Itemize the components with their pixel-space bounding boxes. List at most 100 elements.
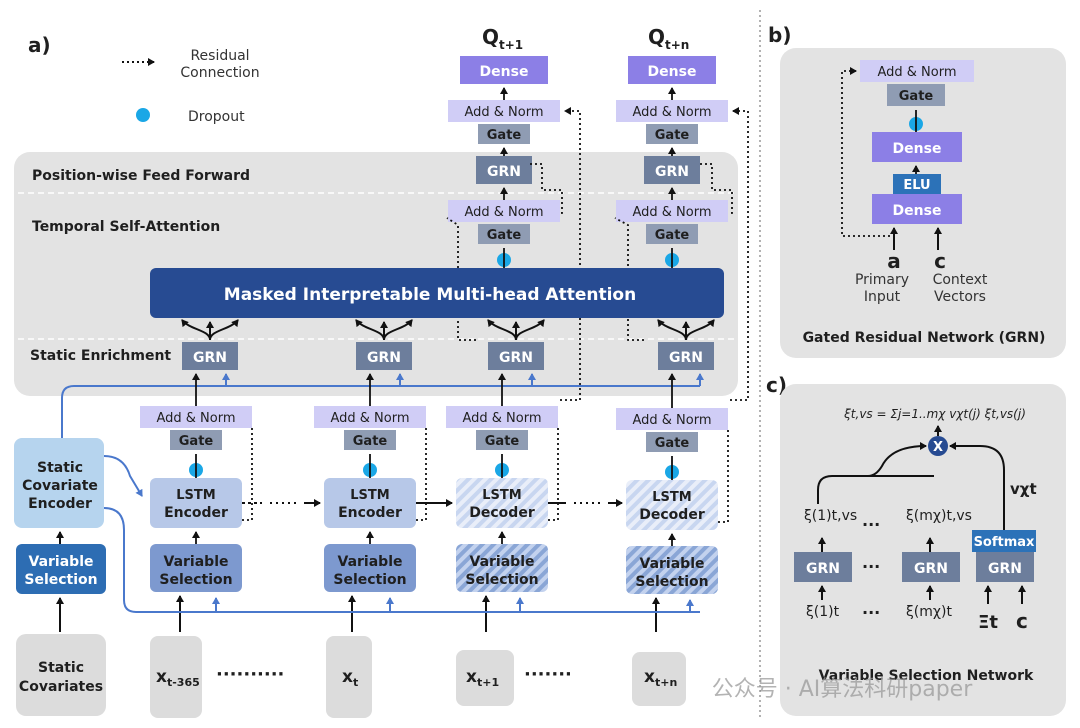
gate-mid-2	[646, 224, 698, 244]
dense-block-2	[628, 56, 716, 84]
grn-ff-label-2: GRN	[655, 164, 689, 180]
grn-enrich-1	[182, 342, 238, 370]
vsn-panel	[780, 384, 1066, 716]
input-x-t1-label: xt+1	[466, 667, 499, 689]
vsn-Xi: Ξt	[978, 612, 998, 633]
gate-top-2	[646, 124, 698, 144]
static-context-varsel-line	[103, 507, 700, 613]
dense-block-1	[460, 56, 548, 84]
add-norm-mid-label-2: Add & Norm	[632, 205, 711, 220]
dense-label-1: Dense	[480, 64, 529, 80]
varsel-label-2b: Selection	[333, 572, 406, 588]
static-context-lstm-line	[103, 455, 143, 497]
output-qn: Qt+n	[648, 25, 689, 52]
vsn-title: Variable Selection Network	[819, 668, 1034, 684]
grn-panel-dense-top-label: Dense	[893, 141, 942, 157]
lstm-enc-label-2b: Encoder	[338, 505, 402, 521]
input-dots-1: ··········	[216, 664, 284, 685]
vsn-grn-1	[794, 552, 852, 582]
grn-panel-context-1: Context	[933, 272, 988, 288]
lstm-dec-label-1b: Decoder	[469, 505, 535, 521]
grn-panel-dense-bottom	[872, 194, 962, 224]
sce-label-1: Static	[37, 460, 83, 476]
dense-label-2: Dense	[648, 64, 697, 80]
lstm-column-3	[446, 373, 559, 632]
grn-panel-title: Gated Residual Network (GRN)	[803, 330, 1046, 346]
layer-label-position-ff: Position-wise Feed Forward	[32, 168, 250, 184]
grn-enrich-4	[658, 342, 714, 370]
lstm-column-2	[314, 373, 427, 632]
vsn-xi-m: ξ(mχ)t	[906, 604, 952, 620]
grn-panel-context-2: Vectors	[934, 289, 986, 305]
varsel-label-4a: Variable	[640, 556, 705, 572]
attention-input-arrows	[181, 319, 715, 341]
grn-enrich-label-2: GRN	[367, 350, 401, 366]
vsn-formula: ξt,vs = Σj=1..mχ vχt(j) ξt,vs(j)	[843, 407, 1026, 421]
vsn-grn-m	[902, 552, 960, 582]
input-x-t	[326, 636, 372, 718]
vsn-ellipsis-top: ···	[862, 515, 880, 534]
static-covariate-encoder	[14, 438, 104, 528]
vsn-ellipsis-mid: ···	[862, 557, 880, 576]
vsn-xi-vs-1: ξ(1)t,vs	[804, 508, 857, 524]
add-norm-lstm-label-2: Add & Norm	[330, 411, 409, 426]
input-x-t-label: xt	[342, 667, 358, 689]
panel-label-b: b)	[768, 23, 791, 47]
lstm-enc-label-1a: LSTM	[176, 488, 215, 503]
sce-label-3: Encoder	[28, 496, 92, 512]
gate-mid-label-1: Gate	[487, 228, 522, 243]
add-norm-mid-1	[448, 200, 560, 222]
grn-enrich-3	[488, 342, 544, 370]
input-x-t-365	[150, 636, 202, 718]
static-vs-label-2: Selection	[24, 572, 97, 588]
input-dots-2: ·······	[524, 664, 572, 685]
lstm-dec-label-1a: LSTM	[482, 488, 521, 503]
grn-panel-a-symbol: a	[887, 249, 901, 273]
residual-long-1	[560, 107, 581, 401]
grn-enrich-label-3: GRN	[499, 350, 533, 366]
grn-panel-add-norm-label: Add & Norm	[877, 65, 956, 80]
attention-label: Masked Interpretable Multi-head Attentio…	[224, 285, 636, 305]
legend-dropout-dot	[136, 108, 150, 122]
add-norm-top-label-1: Add & Norm	[464, 105, 543, 120]
lstm-column-1	[140, 373, 253, 632]
add-norm-lstm-label-3: Add & Norm	[462, 411, 541, 426]
add-norm-lstm-label-1: Add & Norm	[156, 411, 235, 426]
vsn-grn-context-label: GRN	[988, 561, 1022, 577]
grn-enrich-label-1: GRN	[193, 350, 227, 366]
grn-panel-elu-label: ELU	[903, 178, 930, 193]
legend-dropout-label: Dropout	[188, 109, 245, 125]
lstm-column-4	[616, 373, 729, 632]
grn-enrich-label-4: GRN	[669, 350, 703, 366]
grn-panel-primary-2: Input	[864, 289, 901, 305]
watermark: 公众号 · AI算法科研paper	[712, 677, 973, 702]
grn-ff-label-1: GRN	[487, 164, 521, 180]
lstm-dec-label-2b: Decoder	[639, 507, 705, 523]
static-covariates-box	[16, 634, 106, 716]
static-cov-label-1: Static	[38, 660, 84, 676]
vsn-xi-1: ξ(1)t	[806, 604, 840, 620]
residual-ff-2	[700, 163, 733, 214]
legend-residual-label-1: Residual	[190, 48, 249, 64]
vsn-multiply-label: X	[933, 440, 943, 455]
varsel-label-4b: Selection	[635, 574, 708, 590]
add-norm-lstm-label-4: Add & Norm	[632, 413, 711, 428]
vsn-multiply-node	[928, 436, 948, 456]
residual-ff-1	[530, 163, 563, 214]
input-x-tn-label: xt+n	[644, 667, 677, 689]
lstm-enc-label-1b: Encoder	[164, 505, 228, 521]
static-context-enrichment-line	[61, 385, 700, 438]
vsn-softmax	[972, 530, 1036, 552]
input-x-tn	[632, 652, 686, 706]
add-norm-top-label-2: Add & Norm	[632, 105, 711, 120]
grn-panel-residual	[841, 67, 890, 237]
gate-lstm-label-4: Gate	[655, 436, 690, 451]
static-vs-label-1: Variable	[29, 554, 94, 570]
vsn-grn-context	[976, 552, 1034, 582]
varsel-label-3a: Variable	[470, 554, 535, 570]
grn-ff-1	[476, 156, 532, 184]
gate-lstm-label-3: Gate	[485, 434, 520, 449]
gate-mid-label-2: Gate	[655, 228, 690, 243]
panel-label-c: c)	[766, 373, 787, 397]
